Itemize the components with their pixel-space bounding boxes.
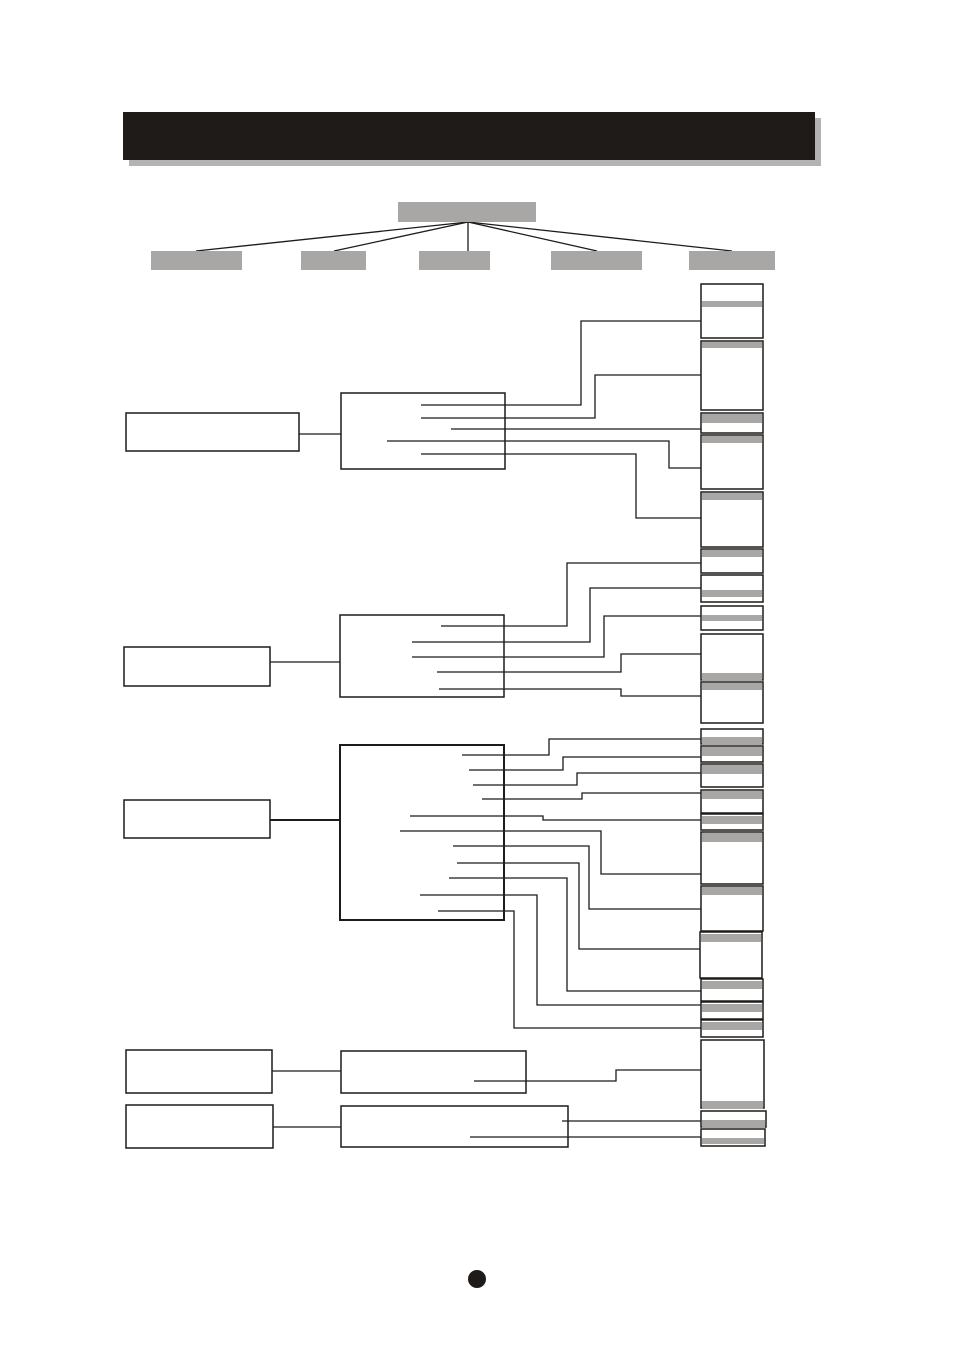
option-panel-21 — [700, 1019, 764, 1038]
option-panel-highlight — [702, 1101, 763, 1109]
top-menu-node-2 — [301, 251, 366, 270]
option-panel-frame — [700, 633, 764, 681]
menu-category-1 — [125, 412, 300, 452]
option-panel-highlight — [702, 615, 762, 621]
option-panel-14 — [700, 789, 764, 814]
submenu-4 — [340, 1050, 527, 1094]
submenu-2 — [339, 614, 505, 698]
option-panel-highlight — [701, 934, 761, 942]
top-menu-node-1 — [151, 251, 242, 270]
option-panel-17 — [700, 885, 764, 932]
menu-category-3 — [123, 799, 271, 839]
option-panel-highlight — [702, 414, 762, 423]
option-panel-7 — [700, 574, 764, 603]
option-panel-frame — [700, 434, 764, 490]
top-menu-node-5 — [689, 251, 775, 270]
option-panel-highlight — [702, 1022, 762, 1030]
top-menu-node-3 — [419, 251, 490, 270]
submenu-1 — [340, 392, 506, 470]
option-panel-15 — [700, 813, 764, 831]
option-panel-10 — [700, 681, 764, 724]
top-tree — [151, 202, 775, 270]
option-panel-highlight — [702, 816, 762, 824]
option-panel-5 — [700, 491, 764, 548]
option-panel-highlight — [702, 737, 762, 745]
menu-category-2 — [123, 646, 271, 687]
option-panel-23 — [700, 1110, 767, 1128]
option-panel-16 — [700, 831, 764, 885]
option-panel-20 — [700, 1001, 764, 1020]
option-panel-highlight — [702, 342, 762, 348]
option-panel-highlight — [702, 1120, 765, 1128]
option-panel-highlight — [702, 981, 762, 989]
option-panel-highlight — [702, 765, 762, 774]
option-panel-24 — [700, 1128, 766, 1147]
option-panel-13 — [700, 763, 764, 788]
option-panel-4 — [700, 434, 764, 490]
option-panel-2 — [700, 340, 764, 411]
option-panel-frame — [700, 491, 764, 548]
menu-category-5 — [125, 1104, 274, 1149]
option-panel-11 — [700, 728, 764, 745]
option-panel-highlight — [702, 590, 762, 597]
option-panel-19 — [700, 978, 764, 1002]
option-panel-18 — [699, 931, 763, 979]
option-panel-highlight — [702, 673, 762, 681]
option-panel-highlight — [702, 1004, 762, 1012]
option-panel-frame — [700, 574, 764, 603]
option-panel-highlight — [702, 493, 762, 500]
option-panel-highlight — [702, 1138, 764, 1144]
option-panel-9 — [700, 633, 764, 681]
submenu-5 — [340, 1105, 569, 1148]
submenu-3 — [339, 744, 505, 921]
submenu-boxes — [339, 392, 569, 1148]
option-panel-12 — [700, 745, 764, 763]
option-panel-6 — [700, 548, 764, 574]
option-panels — [699, 283, 767, 1147]
title-bar — [123, 112, 815, 160]
connector-lines — [270, 320, 701, 1138]
option-panel-frame — [700, 283, 764, 339]
option-panel-highlight — [702, 791, 762, 799]
menu-category-4 — [125, 1049, 273, 1094]
option-panel-1 — [700, 283, 764, 339]
option-panel-22 — [700, 1039, 765, 1109]
page-number-marker-icon — [468, 1270, 486, 1288]
option-panel-highlight — [702, 436, 762, 443]
option-panel-3 — [700, 412, 764, 434]
option-panel-highlight — [702, 550, 762, 557]
root-node — [398, 202, 536, 222]
option-panel-highlight — [702, 301, 762, 307]
option-panel-highlight — [702, 747, 762, 756]
option-panel-highlight — [702, 683, 762, 690]
option-panel-highlight — [702, 833, 762, 842]
option-panel-8 — [700, 605, 764, 631]
option-panel-frame — [700, 340, 764, 411]
option-panel-frame — [700, 1039, 765, 1109]
menu-category-boxes — [123, 412, 300, 1149]
option-panel-highlight — [702, 887, 762, 895]
top-menu-node-4 — [551, 251, 642, 270]
